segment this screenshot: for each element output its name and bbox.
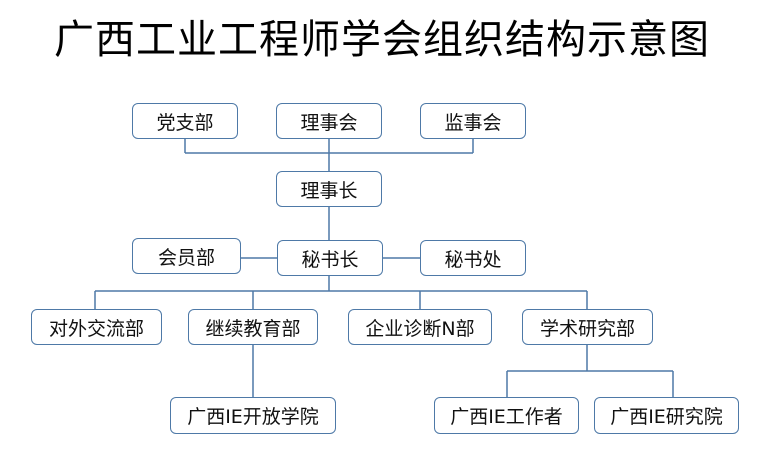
node-continuing-education: 继续教育部 [188, 309, 318, 345]
node-ie-open-college: 广西IE开放学院 [170, 397, 336, 434]
node-membership-dept: 会员部 [132, 238, 241, 274]
node-secretary-general: 秘书长 [277, 240, 383, 276]
node-supervisory-board: 监事会 [420, 103, 526, 139]
node-ie-workers: 广西IE工作者 [434, 397, 579, 434]
node-enterprise-diagnosis: 企业诊断N部 [348, 309, 492, 345]
node-chairman: 理事长 [276, 171, 382, 207]
node-council: 理事会 [276, 103, 382, 139]
node-academic-research: 学术研究部 [522, 309, 653, 345]
node-party-branch: 党支部 [132, 103, 238, 139]
diagram-title: 广西工业工程师学会组织结构示意图 [54, 17, 710, 63]
node-external-exchange: 对外交流部 [31, 309, 162, 345]
node-ie-institute: 广西IE研究院 [594, 397, 739, 434]
node-secretariat: 秘书处 [420, 240, 526, 276]
